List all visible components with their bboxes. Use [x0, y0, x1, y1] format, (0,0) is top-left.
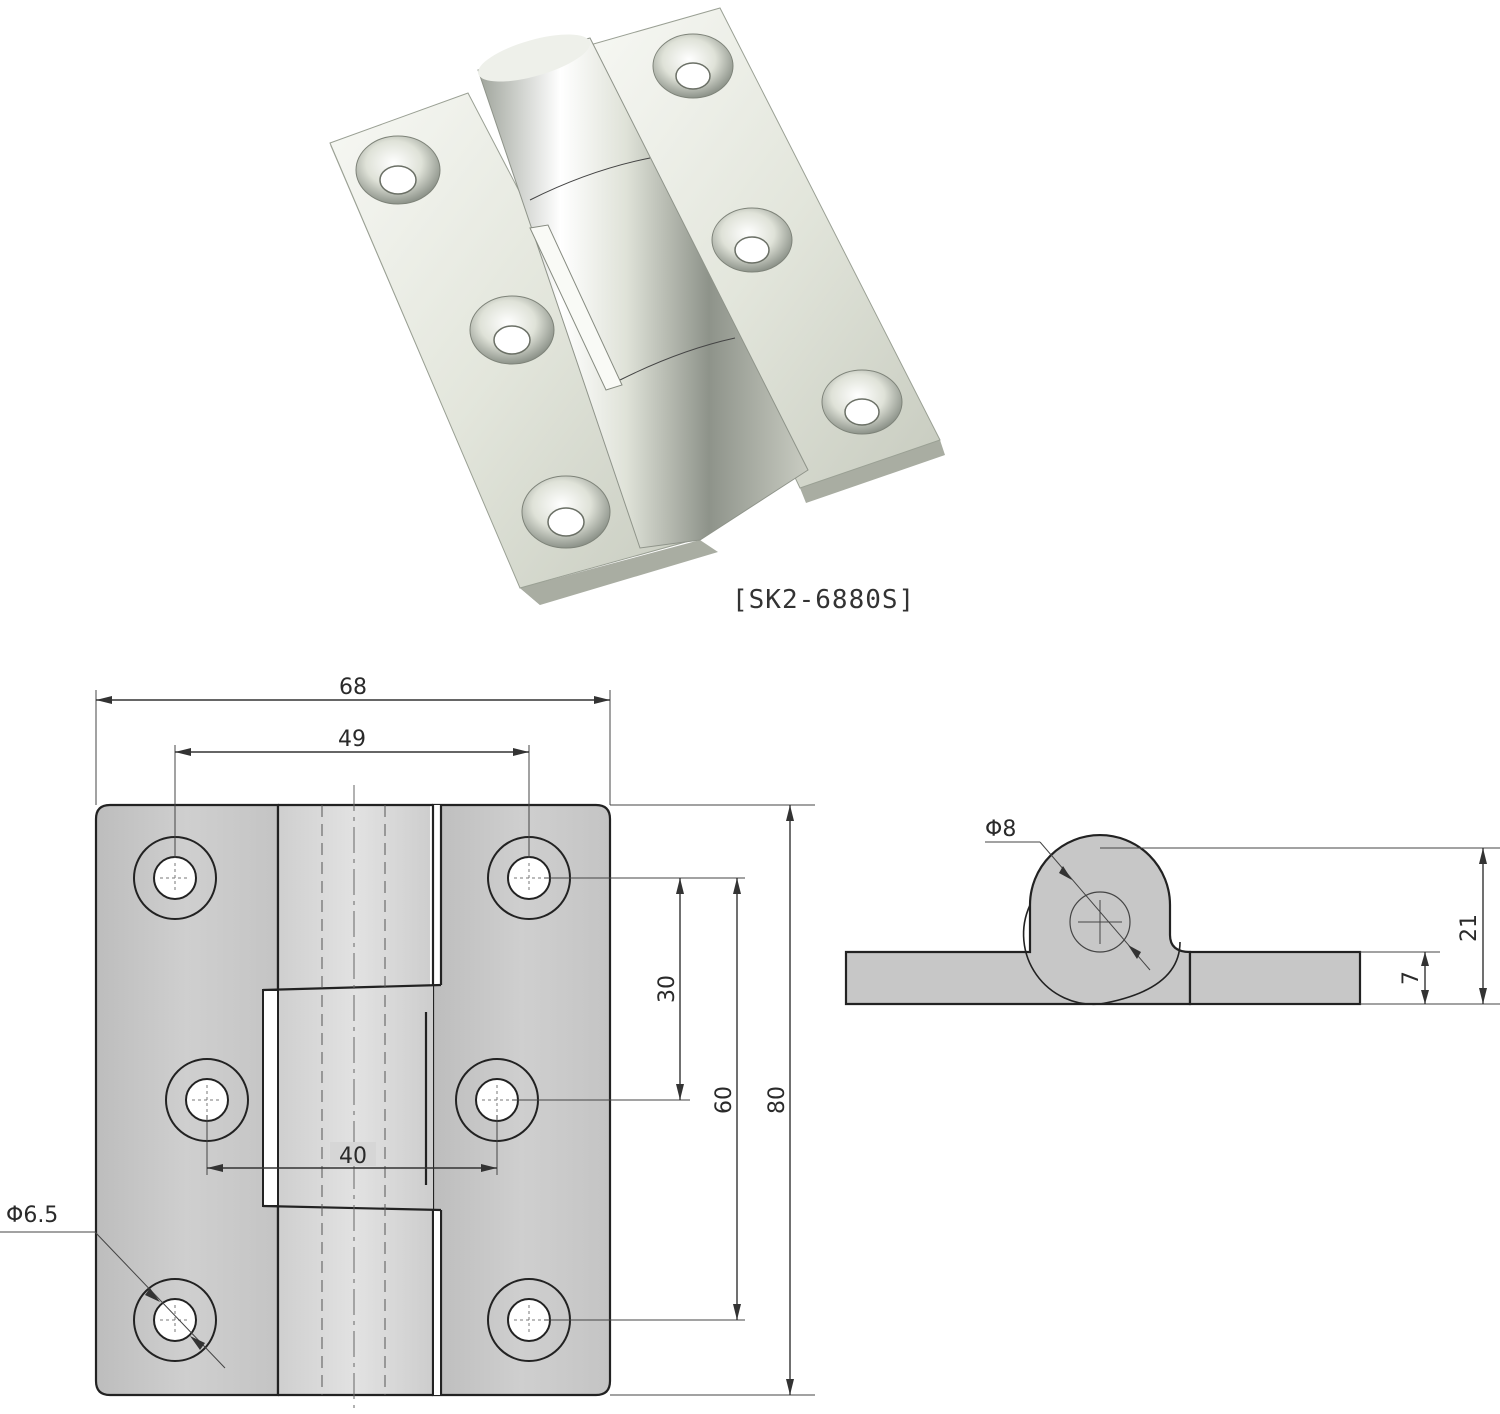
dimension-overall-thickness: 21	[1457, 848, 1487, 1004]
dimension-overall-height: 80	[765, 805, 794, 1395]
dimension-hole-pitch: 30	[655, 878, 684, 1100]
mounting-hole	[133, 836, 217, 920]
dim-phi-6-5-label: Φ6.5	[6, 1203, 58, 1228]
countersunk-hole	[711, 207, 793, 273]
dim-phi-8-label: Φ8	[985, 817, 1016, 842]
dim-40-label: 40	[339, 1144, 367, 1169]
hinge-photo	[329, 7, 945, 605]
dim-60-label: 60	[712, 1086, 737, 1114]
dimension-inner-spacing: 40	[206, 1115, 498, 1175]
dimension-overall-width: 68	[95, 675, 611, 805]
dim-30-label: 30	[655, 975, 680, 1003]
dimension-pin-diameter: Φ8	[985, 817, 1151, 971]
countersunk-hole	[469, 295, 555, 365]
dimension-hole-spacing: 49	[174, 727, 530, 858]
dim-7-label: 7	[1399, 971, 1424, 985]
countersunk-hole	[821, 369, 903, 435]
dimension-leaf-thickness: 7	[1399, 952, 1429, 1004]
mounting-hole	[133, 1278, 217, 1362]
dim-68-label: 68	[339, 675, 367, 700]
mounting-hole	[165, 1058, 249, 1142]
dim-21-label: 21	[1457, 914, 1482, 942]
model-label: [SK2-6880S]	[732, 585, 915, 615]
countersunk-hole	[355, 135, 441, 205]
countersunk-hole	[521, 475, 611, 549]
dim-80-label: 80	[765, 1086, 790, 1114]
dimension-outer-hole-spacing: 60	[712, 878, 741, 1320]
countersunk-hole	[652, 33, 734, 99]
front-view-drawing: 68 49 40	[0, 675, 815, 1408]
dimension-hole-diameter: Φ6.5	[0, 1203, 226, 1369]
dim-49-label: 49	[338, 727, 366, 752]
side-view-drawing: Φ8 21 7	[844, 817, 1500, 1006]
